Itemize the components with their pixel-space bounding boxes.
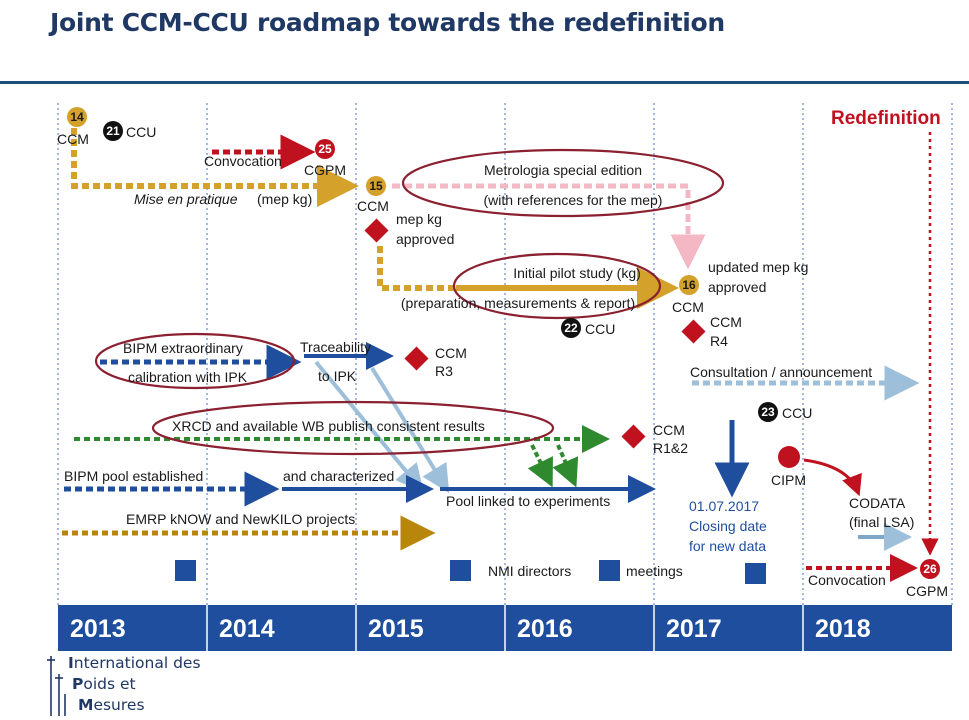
mep-approved-label: mep kg: [396, 211, 442, 227]
slide-title: Joint CCM-CCU roadmap towards the redefi…: [50, 8, 725, 37]
year-label: 2013: [70, 615, 126, 643]
codata-label: CODATA: [849, 495, 906, 511]
badge-ccu-23: [758, 402, 778, 422]
badge-number: 23: [761, 405, 775, 419]
ellipse-metrologia: [401, 148, 725, 218]
meeting-square-2016: [599, 560, 620, 581]
updated-mep-label: updated mep kg: [708, 259, 808, 275]
bipm-calibration-label: BIPM extraordinary: [123, 340, 243, 356]
codata-label: (final LSA): [849, 514, 914, 530]
cipm-label: CIPM: [771, 472, 806, 488]
badge-number: 21: [106, 124, 120, 138]
nmi-directors-label: NMI directors: [488, 563, 571, 579]
badge-ccu-21: [103, 121, 123, 141]
badge-cgpm-25: [315, 139, 335, 159]
pilot-study-sub-label: (preparation, measurements & report): [401, 295, 635, 311]
metrologia-label: Metrologia special edition: [484, 162, 642, 178]
decision-diamond-mep-approved: [364, 218, 389, 243]
badge-number: 26: [923, 562, 937, 576]
year-bar: 2013 2014 2015 2016 2017 2018: [58, 605, 952, 651]
bipm-logo: International des Poids et Mesures: [46, 654, 246, 718]
badge-number: 15: [369, 179, 383, 193]
year-label: 2015: [368, 615, 424, 643]
ccm-16-label: CCM: [672, 299, 704, 315]
mise-en-pratique-label: Mise en pratique: [134, 191, 238, 207]
updated-mep-label: approved: [708, 279, 766, 295]
badge-ccm-14: [67, 107, 87, 127]
logo-line-3: Mesures: [78, 696, 145, 714]
ccm-r4-label: CCM: [710, 314, 742, 330]
badge-number: 14: [70, 110, 84, 124]
convocation-2014-label: Convocation: [204, 153, 282, 169]
ccu-21-label: CCU: [126, 124, 156, 140]
year-label: 2017: [666, 615, 722, 643]
ccm-r4-label: R4: [710, 333, 728, 349]
consultation-label: Consultation / announcement: [690, 364, 872, 380]
ccm-15-label: CCM: [357, 198, 389, 214]
badge-cgpm-26: [920, 559, 940, 579]
badge-number: 25: [318, 142, 332, 156]
meeting-square-2013: [175, 560, 196, 581]
year-label: 2016: [517, 615, 573, 643]
year-label: 2014: [219, 615, 275, 643]
arrow-green-drop-1: [527, 444, 553, 488]
ellipse-pilot-study: [452, 252, 662, 320]
arrow-ccm15-to-pilot: [377, 246, 458, 291]
bipm-pool-label: BIPM pool established: [64, 468, 203, 484]
arrow-traceability-to-pool-2: [370, 366, 450, 494]
badge-ccm-15: [366, 176, 386, 196]
closing-date-label: for new data: [689, 538, 766, 554]
cgpm-26-label: CGPM: [906, 583, 948, 599]
year-label: 2018: [815, 615, 871, 643]
arrow-mep-kg: [71, 128, 359, 207]
ccm-14-label: CCM: [57, 131, 89, 147]
badge-ccu-22: [561, 318, 581, 338]
arrow-cipm-to-codata: [803, 458, 862, 497]
metrologia-sub-label: (with references for the mep): [484, 192, 663, 208]
mep-approved-label: approved: [396, 231, 454, 247]
badge-ccm-16: [679, 275, 699, 295]
decision-diamond-r12: [621, 424, 646, 449]
closing-date-label: Closing date: [689, 518, 767, 534]
meeting-square-2015: [450, 560, 471, 581]
decision-diamond-r4: [681, 319, 706, 344]
ellipse-bipm-calibration: [94, 332, 296, 390]
mep-kg-label: (mep kg): [257, 191, 312, 207]
pool-linked-label: Pool linked to experiments: [446, 493, 610, 509]
cgpm-25-label: CGPM: [304, 162, 346, 178]
cipm-dot: [778, 446, 800, 468]
meetings-label: meetings: [626, 563, 683, 579]
ccm-r3-label: R3: [435, 363, 453, 379]
title-divider: [0, 81, 969, 84]
ccu-23-label: CCU: [782, 405, 812, 421]
arrow-metrologia: [392, 183, 706, 270]
logo-scale-icon: [47, 656, 66, 716]
xrcd-label: XRCD and available WB publish consistent…: [172, 418, 485, 434]
redefinition-label: Redefinition: [831, 108, 941, 129]
pilot-study-label: Initial pilot study (kg): [513, 265, 641, 281]
ccm-r12-label: R1&2: [653, 440, 688, 456]
logo-line-2: Poids et: [72, 675, 136, 693]
logo-line-1: International des: [68, 654, 201, 672]
convocation-2018-label: Convocation: [808, 572, 886, 588]
ccm-r12-label: CCM: [653, 422, 685, 438]
arrow-green-drop-2: [552, 444, 579, 488]
bipm-calibration-sub-label: calibration with IPK: [128, 369, 248, 385]
characterized-label: and characterized: [283, 468, 394, 484]
badge-number: 22: [564, 321, 578, 335]
ccu-22-label: CCU: [585, 321, 615, 337]
traceability-label: Traceability: [300, 339, 371, 355]
arrow-traceability-to-pool-1: [314, 360, 424, 493]
ccm-r3-label: CCM: [435, 345, 467, 361]
roadmap-diagram: 2013 2014 2015 2016 2017 2018: [57, 103, 953, 651]
emrp-label: EMRP kNOW and NewKILO projects: [126, 511, 355, 527]
traceability-sub-label: to IPK: [318, 368, 357, 384]
meeting-square-2017: [745, 563, 766, 584]
ellipse-xrcd: [151, 400, 555, 456]
decision-diamond-r3: [404, 346, 429, 371]
closing-date-label: 01.07.2017: [689, 498, 759, 514]
badge-number: 16: [682, 278, 696, 292]
